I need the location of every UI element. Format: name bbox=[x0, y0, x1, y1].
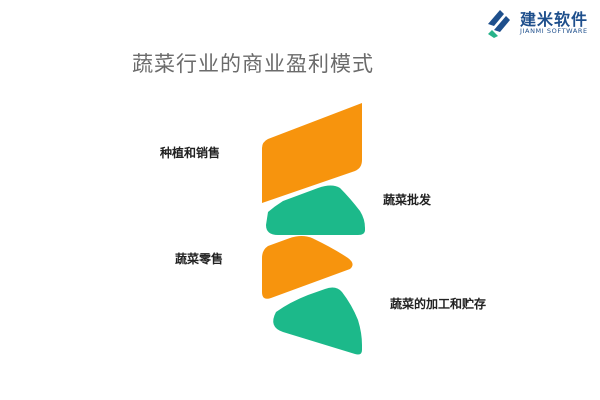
logo-name: 建米软件 bbox=[520, 10, 589, 29]
step-shape-wholesale bbox=[266, 185, 365, 235]
step-shape-planting bbox=[262, 103, 362, 203]
step-label-processing: 蔬菜的加工和贮存 bbox=[390, 297, 487, 311]
step-label-planting: 种植和销售 bbox=[160, 146, 221, 160]
step-label-retail: 蔬菜零售 bbox=[175, 252, 224, 266]
logo-subtitle: JIANMI SOFTWARE bbox=[520, 27, 588, 35]
brand-logo: 建米软件 JIANMI SOFTWARE bbox=[484, 6, 596, 40]
jianmi-logo-icon bbox=[488, 10, 510, 38]
step-label-wholesale: 蔬菜批发 bbox=[383, 193, 432, 207]
step-shape-retail bbox=[262, 236, 353, 299]
step-shape-processing bbox=[273, 287, 362, 355]
page-title: 蔬菜行业的商业盈利模式 bbox=[132, 52, 374, 76]
